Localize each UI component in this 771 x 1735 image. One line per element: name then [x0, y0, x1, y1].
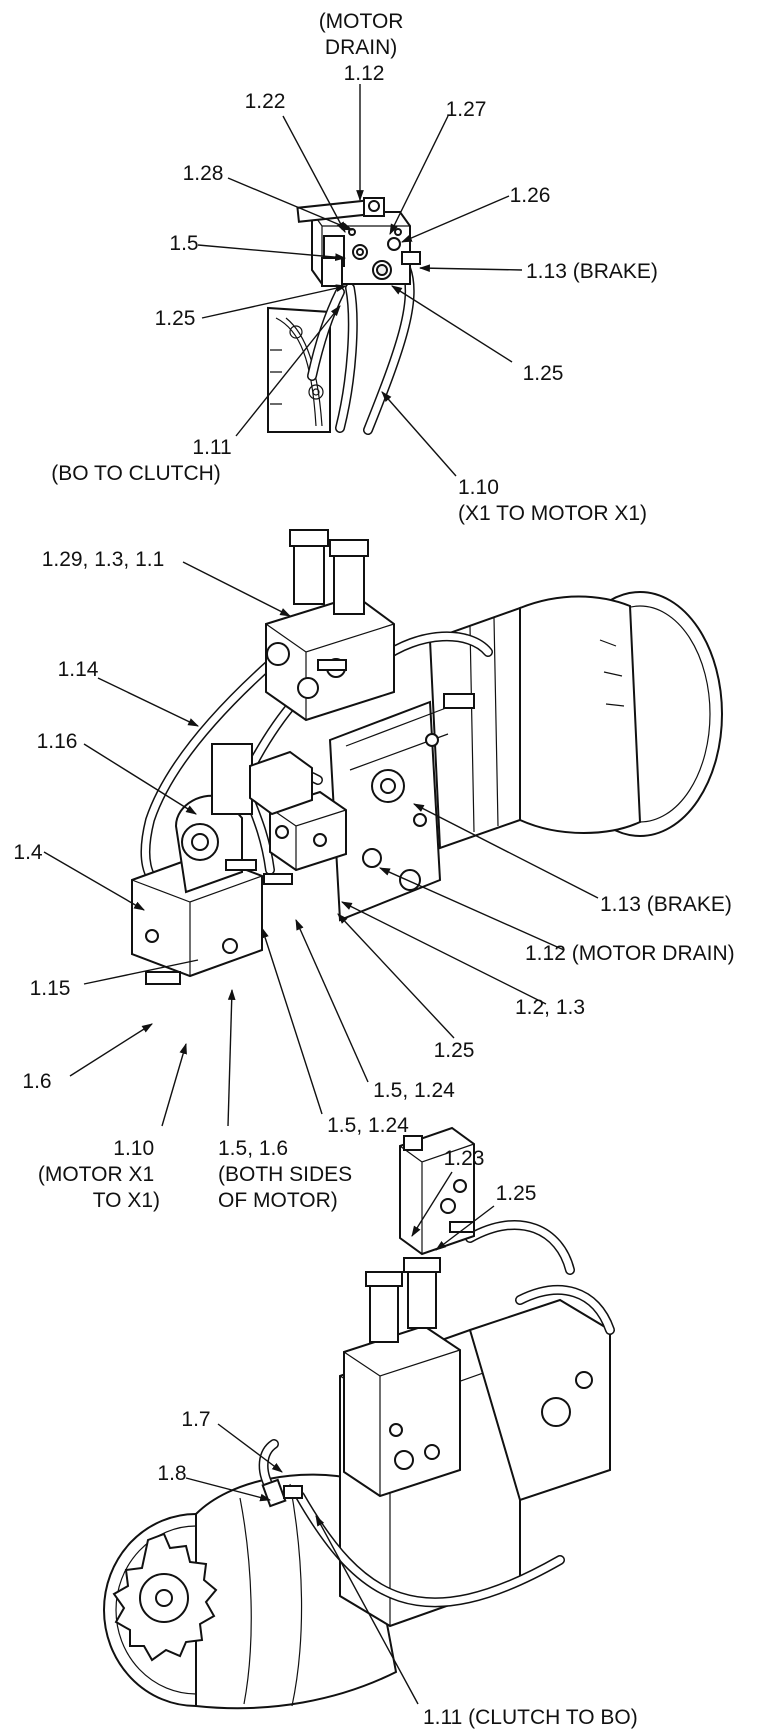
label-1-7: 1.7 — [181, 1408, 210, 1431]
label-1-5-1-6-both-sides: 1.5, 1.6 (BOTH SIDES OF MOTOR) — [218, 1137, 358, 1212]
leader-top-1-11 — [235, 305, 341, 437]
leader-mid-1-5-1-6 — [227, 988, 236, 1127]
leader-top-1-25-left — [201, 284, 348, 319]
label-1-27: 1.27 — [446, 98, 487, 121]
leader-mid-1-5-b — [261, 926, 323, 1115]
leader-mid-1-15 — [83, 959, 199, 985]
leader-mid-1-13 — [413, 803, 599, 899]
leader-bot-1-8 — [185, 1477, 272, 1502]
leader-top-1-5 — [197, 244, 347, 261]
leader-mid-1-12 — [378, 867, 565, 951]
label-1-8: 1.8 — [157, 1462, 186, 1485]
label-1-15: 1.15 — [30, 977, 71, 1000]
motor-body — [328, 700, 449, 922]
label-1-5-1-24-a: 1.5, 1.24 — [373, 1079, 455, 1102]
callout-labels: (MOTOR DRAIN) 1.12 1.22 1.27 1.28 1.26 1… — [13, 10, 734, 1729]
label-1-11-clutch-to-bo: 1.11 (CLUTCH TO BO) — [423, 1706, 638, 1729]
label-1-25-top-left: 1.25 — [155, 307, 196, 330]
label-1-13-brake-top: 1.13 (BRAKE) — [526, 260, 658, 283]
center-manifold — [225, 750, 347, 885]
gearbox-drum — [428, 591, 723, 850]
leader-mid-1-4 — [43, 851, 145, 911]
leader-bot-1-23 — [411, 1171, 453, 1237]
label-1-25-mid: 1.25 — [434, 1039, 475, 1062]
label-1-5-top: 1.5 — [169, 232, 198, 255]
label-1-13-brake-mid: 1.13 (BRAKE) — [600, 893, 732, 916]
leader-mid-1-6 — [69, 1023, 153, 1077]
label-1-10-x1-to-motor: 1.10 (X1 TO MOTOR X1) — [458, 476, 647, 525]
label-1-26: 1.26 — [510, 184, 551, 207]
label-1-29-1-3-1-1: 1.29, 1.3, 1.1 — [42, 548, 165, 571]
leader-top-1-25-right — [391, 285, 513, 363]
motor-housing-section — [267, 306, 331, 433]
label-1-11-bo-to-clutch: 1.11 (BO TO CLUTCH) — [51, 436, 237, 485]
leader-mid-1-2 — [341, 901, 547, 1005]
leader-top-1-26 — [400, 195, 510, 243]
middle-view-assembly — [131, 529, 723, 985]
leader-mid-1-29 — [182, 561, 291, 617]
leader-bot-1-7 — [217, 1423, 283, 1473]
label-1-23: 1.23 — [444, 1147, 485, 1170]
label-1-2-1-3: 1.2, 1.3 — [515, 996, 585, 1019]
label-1-25-bottom: 1.25 — [496, 1182, 537, 1205]
rear-hoses — [258, 1219, 615, 1608]
label-1-14: 1.14 — [58, 658, 99, 681]
leader-top-1-13 — [418, 264, 523, 273]
leader-bot-1-25 — [435, 1205, 495, 1251]
top-view-valve-block — [267, 197, 421, 435]
rear-upper-manifold — [399, 1126, 475, 1256]
leader-mid-1-16 — [83, 743, 197, 815]
label-1-6-mid: 1.6 — [22, 1070, 51, 1093]
top-valve-block-body — [296, 197, 421, 287]
label-1-5-1-24-b: 1.5, 1.24 — [327, 1114, 409, 1137]
label-1-22: 1.22 — [245, 90, 286, 113]
label-1-10-motor-x1: 1.10 (MOTOR X1 TO X1) — [38, 1137, 160, 1212]
label-motor-drain-top: (MOTOR DRAIN) 1.12 — [319, 10, 410, 85]
leader-mid-1-25 — [337, 913, 455, 1039]
leader-mid-1-10 — [161, 1042, 187, 1127]
bottom-view-assembly — [103, 1126, 615, 1710]
leader-top-1-10 — [381, 391, 457, 477]
leader-top-1-22 — [282, 115, 346, 233]
leader-top-1-28 — [227, 177, 354, 231]
leader-mid-1-5-a — [295, 918, 369, 1083]
label-1-25-top-right: 1.25 — [523, 362, 564, 385]
label-1-28: 1.28 — [183, 162, 224, 185]
leader-bot-1-11 — [315, 1515, 419, 1705]
label-1-16: 1.16 — [37, 730, 78, 753]
upper-valve-block — [265, 529, 395, 722]
label-1-4: 1.4 — [13, 841, 43, 864]
leader-lines — [43, 84, 599, 1705]
rear-valve-block — [343, 1257, 461, 1498]
label-1-12-motor-drain-mid: 1.12 (MOTOR DRAIN) — [525, 942, 735, 965]
leader-mid-1-14 — [97, 677, 199, 727]
leader-top-1-27 — [389, 115, 449, 235]
